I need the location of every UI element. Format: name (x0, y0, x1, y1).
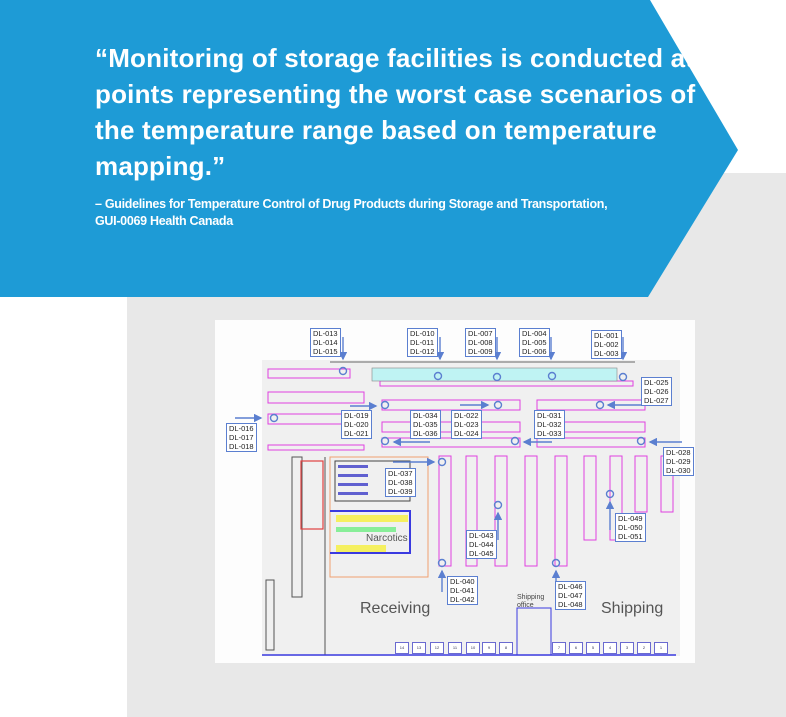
dock-door: 9 (482, 642, 496, 654)
quote-text: “Monitoring of storage facilities is con… (95, 43, 696, 181)
quote-block: “Monitoring of storage facilities is con… (95, 40, 715, 230)
dock-door: 2 (637, 642, 651, 654)
quote-attribution: – Guidelines for Temperature Control of … (95, 197, 608, 228)
dock-door: 8 (499, 642, 513, 654)
dock-door: 6 (569, 642, 583, 654)
dock-door: 10 (466, 642, 480, 654)
narcotics-area-label: Narcotics (366, 533, 408, 544)
dock-door: 3 (620, 642, 634, 654)
dock-door: 7 (552, 642, 566, 654)
dock-door: 4 (603, 642, 617, 654)
dock-door: 13 (412, 642, 426, 654)
dock-door: 5 (586, 642, 600, 654)
dock-door: 12 (430, 642, 444, 654)
receiving-area-label: Receiving (360, 600, 431, 617)
dock-door: 11 (448, 642, 462, 654)
shipping-area-label: Shipping (601, 600, 664, 617)
dock-door: 1 (654, 642, 668, 654)
dock-door: 14 (395, 642, 409, 654)
quote-banner (0, 0, 738, 297)
floor-plan-drawing (235, 337, 682, 656)
